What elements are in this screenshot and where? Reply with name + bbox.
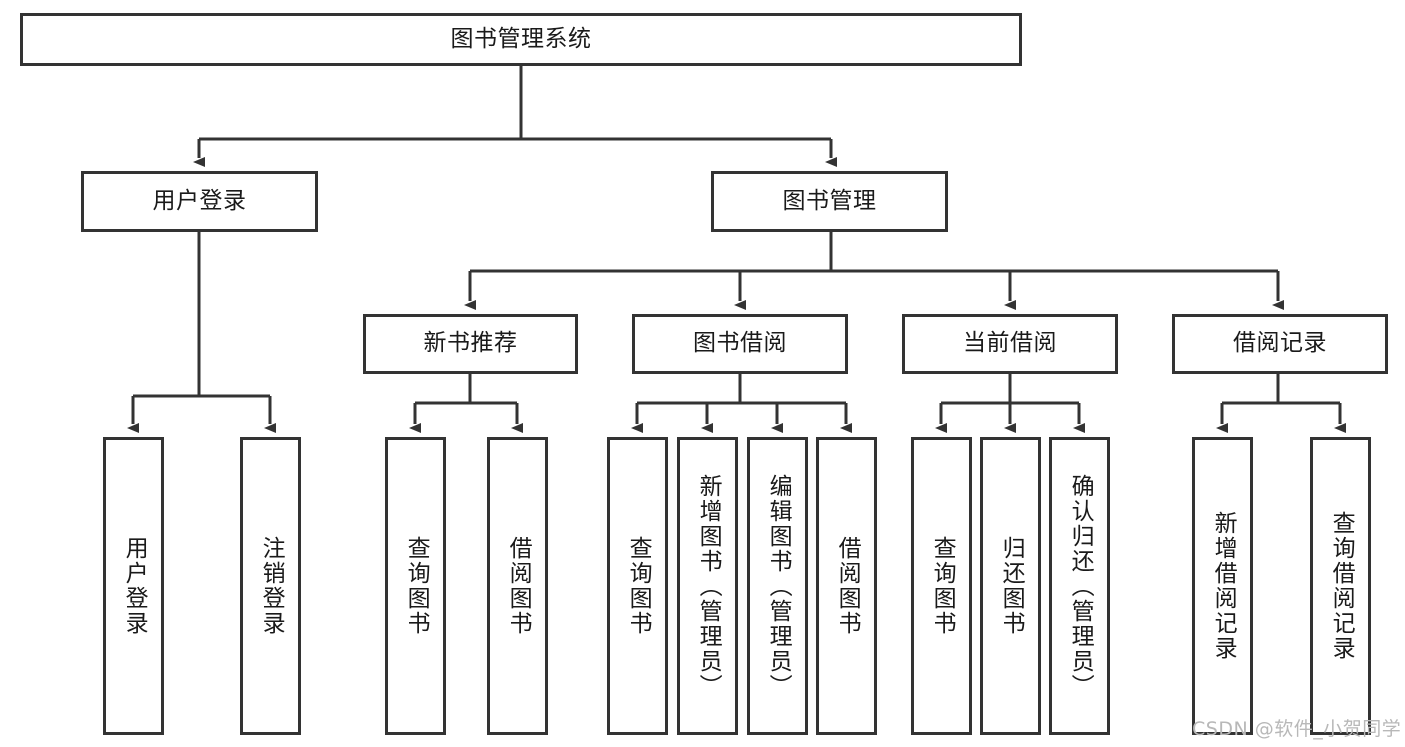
node-leaf-borrow-book-1[interactable]: 借阅图书 (487, 437, 548, 735)
node-root[interactable]: 图书管理系统 (20, 13, 1022, 66)
node-book-borrow-label: 图书借阅 (693, 330, 787, 357)
node-leaf-add-book-label: 新增图书（管理员） (695, 473, 722, 699)
node-book-management-label: 图书管理 (782, 187, 877, 214)
edges-borrowrecord-to-leaves (1216, 374, 1346, 433)
node-borrow-record-label: 借阅记录 (1233, 330, 1327, 357)
node-book-management[interactable]: 图书管理 (711, 171, 948, 232)
node-leaf-logout-login[interactable]: 注销登录 (240, 437, 301, 735)
node-leaf-logout-login-label: 注销登录 (258, 536, 285, 636)
edges-userlogin-to-leaves (127, 232, 276, 433)
node-book-borrow[interactable]: 图书借阅 (632, 314, 848, 374)
node-leaf-confirm-return-label: 确认归还（管理员） (1067, 473, 1094, 699)
node-root-label: 图书管理系统 (450, 25, 592, 52)
node-leaf-add-record[interactable]: 新增借阅记录 (1192, 437, 1253, 735)
node-leaf-borrow-book-2[interactable]: 借阅图书 (816, 437, 877, 735)
edges-currentborrow-to-leaves (935, 374, 1085, 433)
edges-newbook-to-leaves (409, 374, 523, 433)
node-user-login-label: 用户登录 (152, 187, 247, 214)
node-leaf-borrow-book-1-label: 借阅图书 (505, 536, 532, 636)
node-leaf-user-login-label: 用户登录 (121, 536, 148, 636)
node-leaf-edit-book[interactable]: 编辑图书（管理员） (747, 437, 808, 735)
node-leaf-edit-book-label: 编辑图书（管理员） (765, 473, 792, 699)
node-leaf-query-book-1-label: 查询图书 (403, 536, 430, 636)
edges-bookborrow-to-leaves (631, 374, 852, 433)
node-leaf-confirm-return[interactable]: 确认归还（管理员） (1049, 437, 1110, 735)
node-leaf-query-book-3-label: 查询图书 (929, 536, 956, 636)
node-leaf-query-book-1[interactable]: 查询图书 (385, 437, 446, 735)
edges-root-to-level2 (193, 66, 837, 167)
node-leaf-query-book-2[interactable]: 查询图书 (607, 437, 668, 735)
node-leaf-user-login[interactable]: 用户登录 (103, 437, 164, 735)
node-new-book-recommend[interactable]: 新书推荐 (363, 314, 578, 374)
node-leaf-query-book-2-label: 查询图书 (625, 536, 652, 636)
node-user-login[interactable]: 用户登录 (81, 171, 318, 232)
node-leaf-add-book[interactable]: 新增图书（管理员） (677, 437, 738, 735)
node-borrow-record[interactable]: 借阅记录 (1172, 314, 1388, 374)
node-leaf-query-record[interactable]: 查询借阅记录 (1310, 437, 1371, 735)
node-leaf-borrow-book-2-label: 借阅图书 (834, 536, 861, 636)
node-leaf-return-book-label: 归还图书 (998, 536, 1025, 636)
edges-booksys-to-level3 (464, 232, 1284, 310)
node-current-borrow[interactable]: 当前借阅 (902, 314, 1118, 374)
node-leaf-query-book-3[interactable]: 查询图书 (911, 437, 972, 735)
node-leaf-return-book[interactable]: 归还图书 (980, 437, 1041, 735)
node-current-borrow-label: 当前借阅 (963, 330, 1057, 357)
node-leaf-query-record-label: 查询借阅记录 (1328, 511, 1355, 661)
node-leaf-add-record-label: 新增借阅记录 (1210, 511, 1237, 661)
node-new-book-recommend-label: 新书推荐 (423, 330, 518, 357)
